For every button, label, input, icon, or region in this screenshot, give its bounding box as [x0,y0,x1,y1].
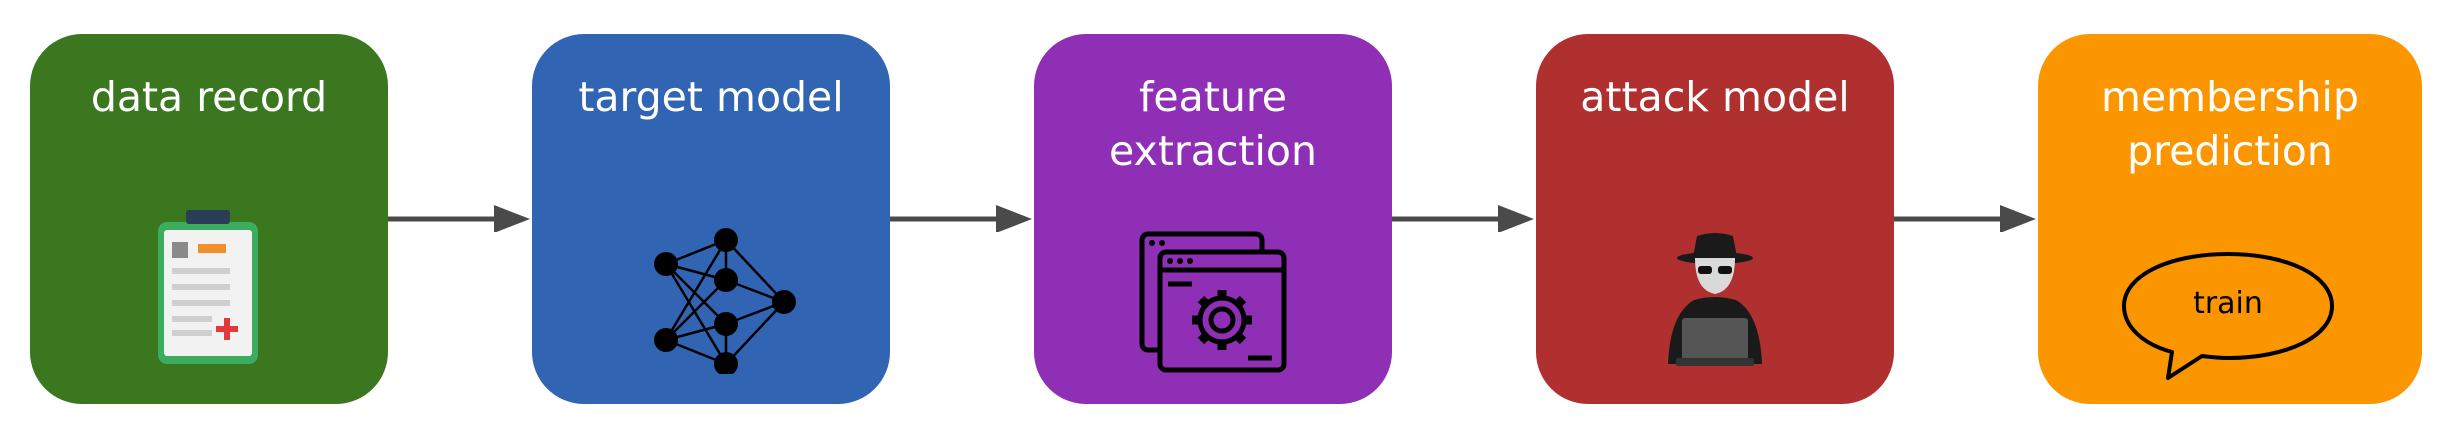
flow-arrow [890,205,1032,232]
flow-arrow [388,205,530,232]
stage-label: attack model [1580,73,1850,121]
speech-bubble-text: train [2193,286,2263,321]
clipboard-icon [158,210,258,364]
neural-network-icon [654,228,796,374]
stage-data-record: data record [30,34,388,404]
stage-label: feature extraction [1109,73,1317,175]
hacker-icon [1668,233,1762,366]
stage-membership-prediction: membership prediction train [2038,34,2422,404]
flow-arrow [1894,205,2036,232]
flow-arrow [1392,205,1534,232]
settings-window-icon [1139,231,1287,373]
speech-bubble-icon [2122,252,2334,380]
stage-label: data record [90,73,328,121]
stage-attack-model: attack model [1536,34,1894,404]
stage-target-model: target model [532,34,890,404]
stage-label: target model [578,73,844,121]
stage-label: membership prediction [2101,73,2359,175]
stage-feature-extraction: feature extraction [1034,34,1392,404]
